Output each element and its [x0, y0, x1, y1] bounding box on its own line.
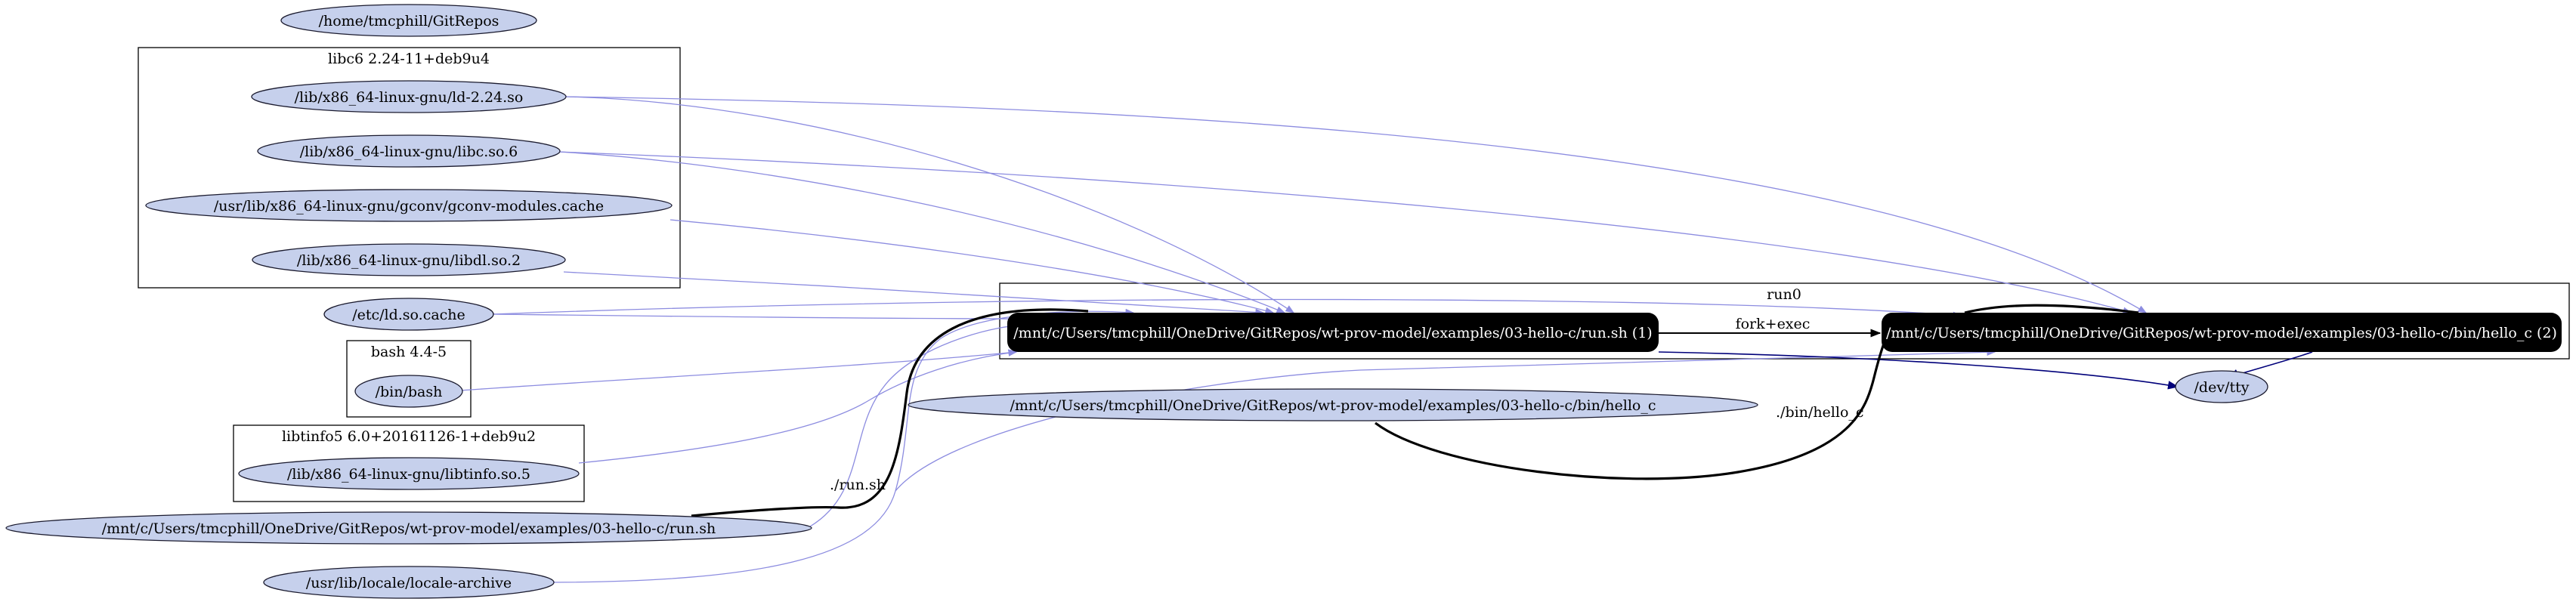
- file-node-label: /etc/ld.so.cache: [352, 307, 465, 323]
- exec-edges: [691, 304, 2139, 517]
- file-node-shape: [280, 4, 537, 37]
- edge-runsh-file-to-run-sh: [809, 321, 1018, 527]
- edge-bash-to-run-sh: [459, 349, 1018, 391]
- edge-run-sh-to-tty: [1658, 351, 2179, 390]
- edge-libdl-to-run-sh: [563, 271, 1265, 316]
- process-node-hello-c[interactable]: /mnt/c/Users/tmcphill/OneDrive/GitRepos/…: [1882, 313, 2562, 352]
- process-node-run-sh[interactable]: /mnt/c/Users/tmcphill/OneDrive/GitRepos/…: [1007, 313, 1659, 352]
- file-node-label: /lib/x86_64-linux-gnu/libc.so.6: [300, 144, 518, 160]
- file-node-shape: [257, 134, 561, 168]
- file-node-shape: [354, 375, 463, 408]
- edge-libc-to-hello-c: [558, 151, 2132, 314]
- process-node-label: /mnt/c/Users/tmcphill/OneDrive/GitRepos/…: [1013, 325, 1652, 341]
- file-node-shape: [323, 298, 494, 331]
- edge-hello-c-proc-top: [1964, 304, 2139, 314]
- cluster-bash-box: [346, 340, 472, 418]
- edge-ldcache-to-hello-c: [491, 298, 1962, 319]
- file-node-ld-so-cache[interactable]: /etc/ld.so.cache: [323, 298, 494, 331]
- file-node-label: /mnt/c/Users/tmcphill/OneDrive/GitRepos/…: [1010, 397, 1656, 414]
- file-node-dev-tty[interactable]: /dev/tty: [2175, 370, 2268, 403]
- file-node-label: /mnt/c/Users/tmcphill/OneDrive/GitRepos/…: [102, 520, 716, 537]
- process-node-shape: [1007, 313, 1659, 352]
- edge-gconv-to-run-sh: [670, 219, 1275, 314]
- edge-exec-hello-c: [1375, 319, 1897, 480]
- file-node-run-sh[interactable]: /mnt/c/Users/tmcphill/OneDrive/GitRepos/…: [5, 511, 812, 545]
- cluster-run0-box: [999, 282, 2570, 360]
- file-node-label: /usr/lib/x86_64-linux-gnu/gconv/gconv-mo…: [214, 198, 604, 215]
- cluster-libtinfo5-box: [233, 424, 585, 502]
- edge-ld-so-to-run-sh: [564, 96, 1294, 313]
- file-node-label: /lib/x86_64-linux-gnu/libdl.so.2: [297, 252, 521, 269]
- cluster-bash-label: bash 4.4-5: [371, 344, 447, 360]
- cluster-libtinfo5-label: libtinfo5 6.0+20161126-1+deb9u2: [282, 428, 536, 445]
- edge-libc-to-run-sh: [558, 151, 1286, 313]
- label-fork-exec: fork+exec: [1736, 316, 1811, 332]
- cluster-libtinfo5: libtinfo5 6.0+20161126-1+deb9u2: [233, 424, 585, 502]
- read-edges: [459, 96, 2148, 583]
- file-node-shape: [238, 457, 580, 490]
- cluster-run0-label: run0: [1767, 286, 1801, 303]
- file-node-shape: [908, 388, 1758, 421]
- file-node-shape: [145, 189, 673, 222]
- file-node-label: /lib/x86_64-linux-gnu/ld-2.24.so: [295, 89, 524, 106]
- file-node-shape: [251, 80, 567, 113]
- process-node-shape: [1882, 313, 2562, 352]
- cluster-run0: run0: [999, 282, 2570, 360]
- file-node-bin-bash[interactable]: /bin/bash: [354, 375, 463, 408]
- edge-locale-to-hello-c: [895, 348, 1996, 492]
- file-node-shape: [2175, 370, 2268, 403]
- process-node-label: /mnt/c/Users/tmcphill/OneDrive/GitRepos/…: [1886, 325, 2557, 341]
- file-node-label: /dev/tty: [2194, 379, 2250, 396]
- label-hello-c-exec: ./bin/hello_c: [1776, 404, 1864, 421]
- file-node-locale-archive[interactable]: /usr/lib/locale/locale-archive: [263, 566, 555, 599]
- cluster-libc6: libc6 2.24-11+deb9u4: [138, 47, 681, 289]
- file-node-libtinfo-so[interactable]: /lib/x86_64-linux-gnu/libtinfo.so.5: [238, 457, 580, 490]
- cluster-bash: bash 4.4-5: [346, 340, 472, 418]
- edge-ld-so-to-hello-c: [564, 96, 2148, 313]
- edge-libtinfo-to-run-sh: [578, 349, 1018, 464]
- file-node-ld-so[interactable]: /lib/x86_64-linux-gnu/ld-2.24.so: [251, 80, 567, 113]
- file-node-shape: [252, 243, 566, 276]
- file-node-shape: [5, 511, 812, 545]
- file-node-label: /lib/x86_64-linux-gnu/libtinfo.so.5: [287, 466, 530, 483]
- file-node-label: /bin/bash: [376, 384, 443, 400]
- cluster-libc6-box: [138, 47, 681, 289]
- file-node-shape: [263, 566, 555, 599]
- file-node-hello-c[interactable]: /mnt/c/Users/tmcphill/OneDrive/GitRepos/…: [908, 388, 1758, 421]
- file-node-libdl-so[interactable]: /lib/x86_64-linux-gnu/libdl.so.2: [252, 243, 566, 276]
- label-run-sh-exec: ./run.sh: [830, 477, 886, 493]
- file-node-libc-so[interactable]: /lib/x86_64-linux-gnu/libc.so.6: [257, 134, 561, 168]
- file-node-label: /home/tmcphill/GitRepos: [319, 13, 499, 29]
- file-node-gconv-cache[interactable]: /usr/lib/x86_64-linux-gnu/gconv/gconv-mo…: [145, 189, 673, 222]
- edge-locale-to-run-sh: [552, 308, 1135, 583]
- edge-exec-run-sh: [691, 308, 1089, 517]
- cluster-libc6-label: libc6 2.24-11+deb9u4: [328, 51, 490, 67]
- file-node-gitrepos[interactable]: /home/tmcphill/GitRepos: [280, 4, 537, 37]
- file-node-label: /usr/lib/locale/locale-archive: [306, 575, 512, 591]
